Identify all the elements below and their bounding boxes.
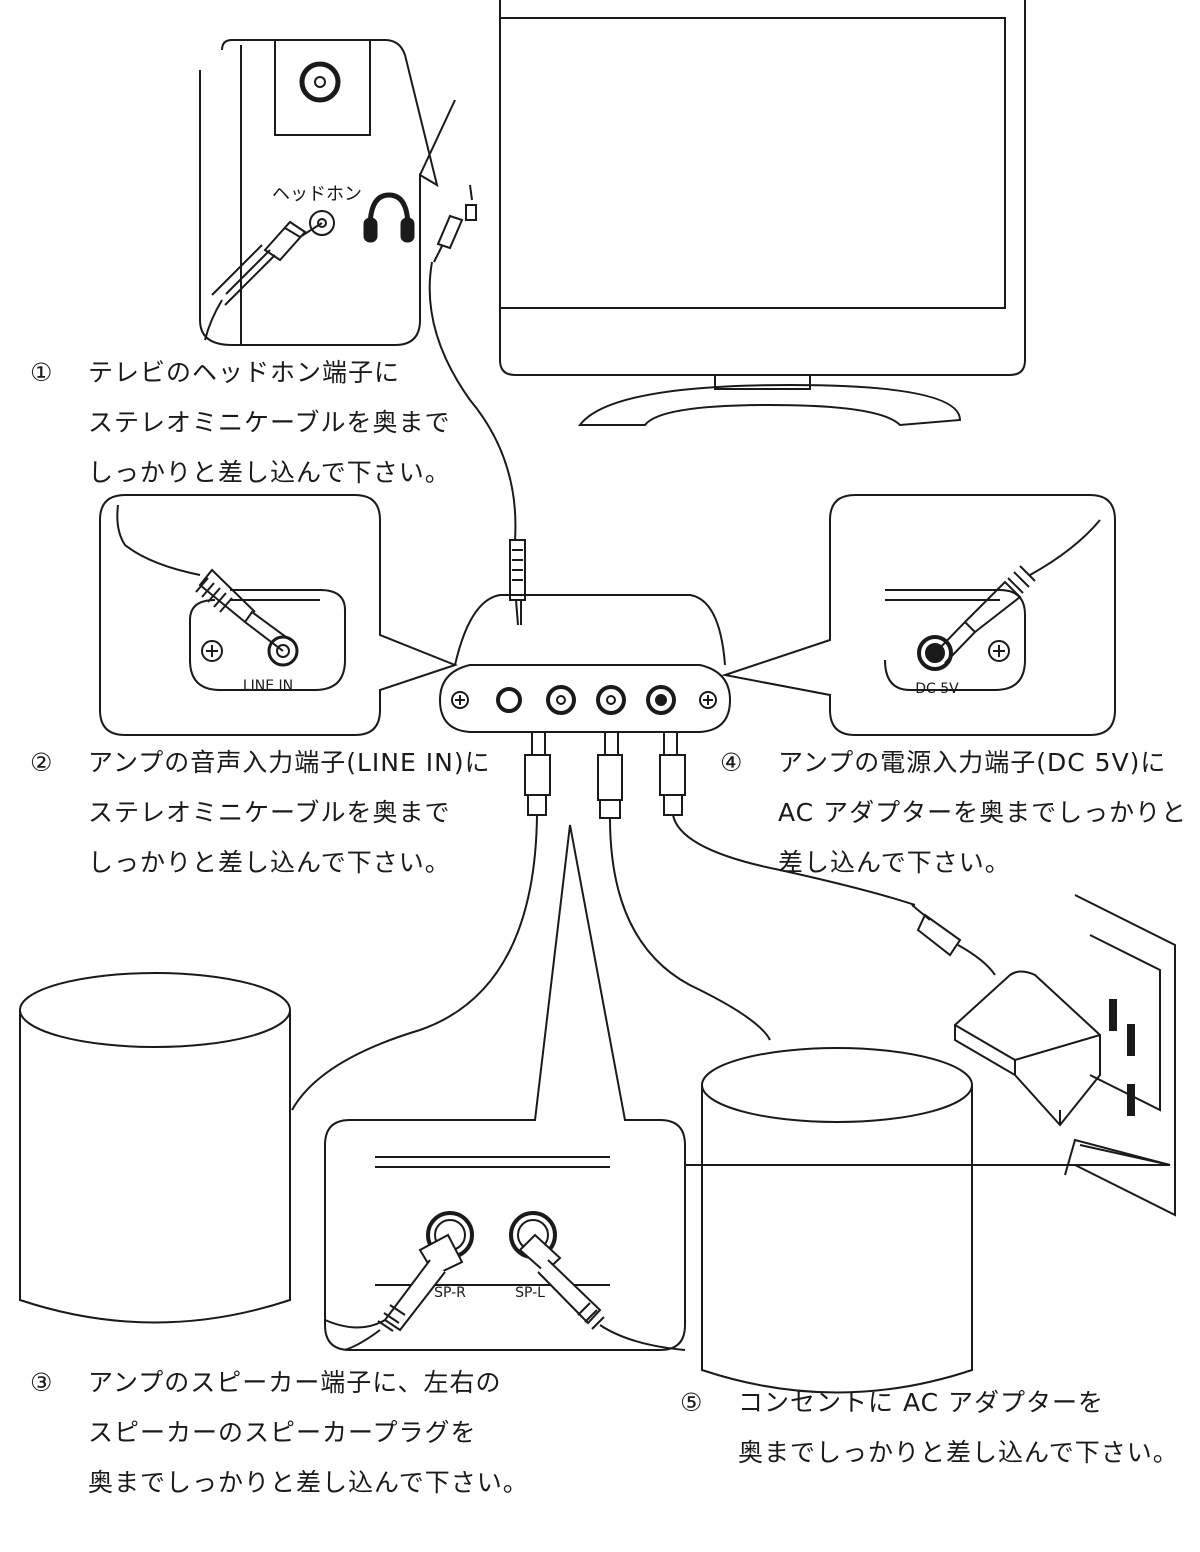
- left-speaker: [19, 972, 291, 1324]
- step-line: ステレオミニケーブルを奥まで: [88, 798, 451, 827]
- ac-adapter-outlet: [954, 894, 1176, 1217]
- step-line: 奥までしっかりと差し込んで下さい。: [738, 1438, 1179, 1467]
- headphone-callout: ヘッドホン: [199, 39, 456, 346]
- step5-pointer: [685, 1138, 1171, 1176]
- amplifier: [438, 594, 732, 819]
- step-line: 奥までしっかりと差し込んで下さい。: [88, 1468, 529, 1497]
- step-number: ①: [30, 358, 54, 387]
- speaker-terminal-callout: SP-R SP-L: [324, 824, 686, 1351]
- step-line: AC アダプターを奥までしっかりと: [778, 798, 1188, 827]
- step-number: ⑤: [680, 1388, 704, 1417]
- sp-l-label: SP-L: [515, 1285, 545, 1301]
- step-line: スピーカーのスピーカープラグを: [88, 1418, 477, 1447]
- step-line: テレビのヘッドホン端子に: [88, 358, 401, 387]
- speaker-cables: [291, 814, 996, 1111]
- right-speaker: [701, 1047, 973, 1394]
- step-line: コンセントに AC アダプターを: [738, 1388, 1105, 1417]
- sp-r-label: SP-R: [434, 1285, 466, 1301]
- step-number: ③: [30, 1368, 54, 1397]
- tv-illustration: [499, 0, 1026, 427]
- headphone-jack-label: ヘッドホン: [272, 184, 362, 205]
- step-line: ステレオミニケーブルを奥まで: [88, 408, 451, 437]
- line-in-callout: LINE IN: [99, 494, 458, 736]
- line-in-label: LINE IN: [243, 678, 293, 694]
- step-number: ④: [720, 748, 744, 777]
- step-line: アンプの音声入力端子(LINE IN)に: [88, 748, 491, 777]
- step-line: 差し込んで下さい。: [778, 848, 1011, 877]
- step-number: ②: [30, 748, 54, 777]
- step-line: アンプの電源入力端子(DC 5V)に: [778, 748, 1167, 777]
- stereo-mini-cable: [428, 184, 526, 626]
- step-line: しっかりと差し込んで下さい。: [88, 848, 451, 877]
- step-line: アンプのスピーカー端子に、左右の: [88, 1368, 502, 1397]
- dc-5v-label: DC 5V: [915, 681, 959, 697]
- dc-5v-callout: DC 5V: [721, 494, 1116, 736]
- headphone-icon: [363, 192, 415, 243]
- step-line: しっかりと差し込んで下さい。: [88, 458, 451, 487]
